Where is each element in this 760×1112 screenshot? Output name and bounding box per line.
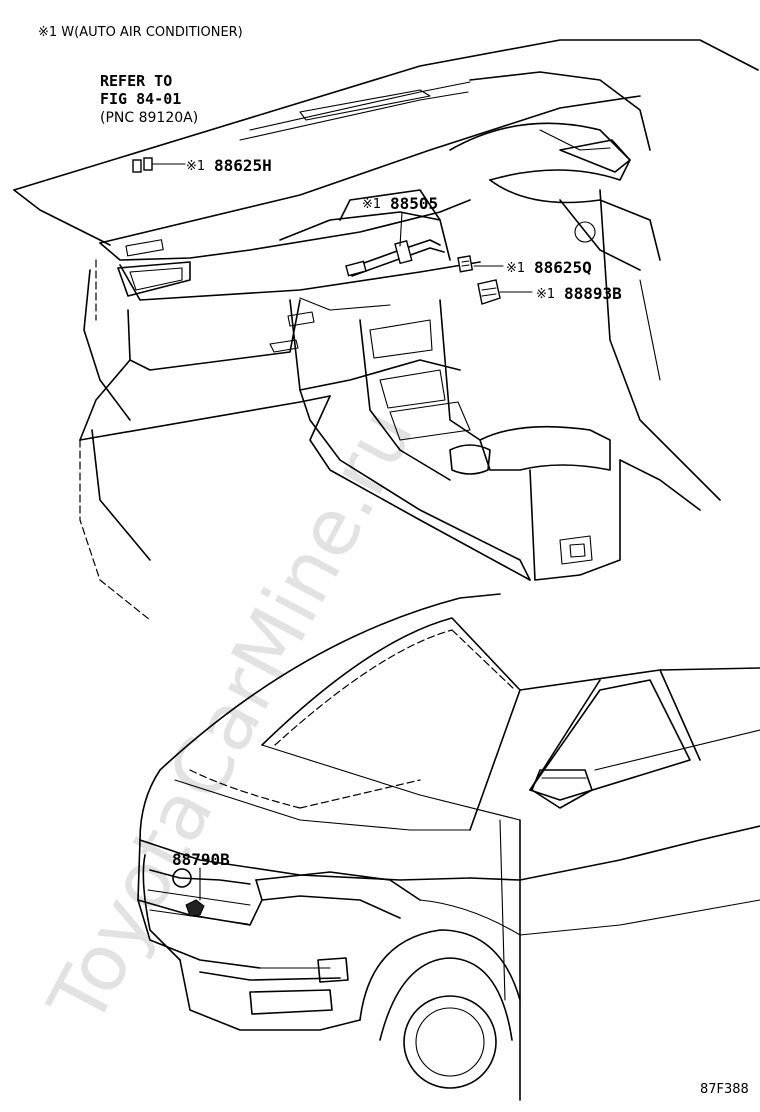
reference-note: REFER TO FIG 84-01 (PNC 89120A) (100, 72, 198, 126)
header-note: ※1 W(AUTO AIR CONDITIONER) (38, 25, 243, 40)
watermark: ToyotaCarMine.ru (32, 395, 432, 1040)
reference-line-2: FIG 84-01 (100, 90, 181, 108)
part-88625h-sensor (132, 157, 186, 173)
callout-88625h: ※1 88625H (186, 156, 272, 175)
callout-part-number: 88625Q (534, 258, 592, 277)
part-88893b-sensor (477, 279, 533, 305)
callout-part-number: 88893B (564, 284, 622, 303)
callout-88505: ※1 88505 (362, 194, 438, 213)
callout-88790b: 88790B (172, 850, 230, 869)
callout-88625q: ※1 88625Q (506, 258, 592, 277)
car-illustration (137, 593, 760, 1101)
part-88505-harness (345, 211, 445, 277)
callout-mark: ※1 (362, 197, 381, 212)
callout-part-number: 88790B (172, 850, 230, 869)
part-88625q-sensor (457, 255, 504, 273)
reference-line-1: REFER TO (100, 72, 172, 90)
callout-part-number: 88505 (390, 194, 438, 213)
callout-mark: ※1 (506, 261, 525, 276)
reference-line-3: (PNC 89120A) (100, 110, 198, 126)
callout-mark: ※1 (536, 287, 555, 302)
callout-88893b: ※1 88893B (536, 284, 622, 303)
callout-part-number: 88625H (214, 156, 272, 175)
part-88790b-sensor (185, 867, 205, 917)
callout-mark: ※1 (186, 159, 205, 174)
figure-code: 87F388 (700, 1082, 749, 1097)
dashboard-illustration (13, 39, 759, 621)
